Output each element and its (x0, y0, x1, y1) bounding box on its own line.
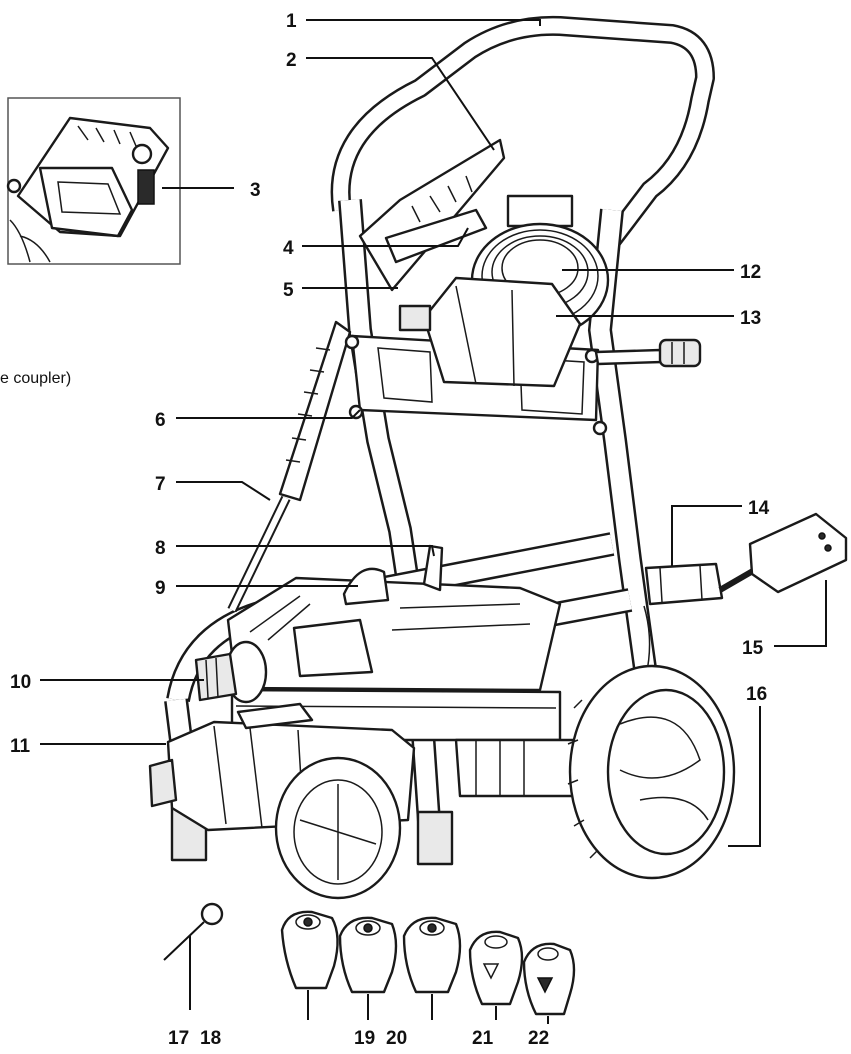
callout-1: 1 (286, 11, 297, 32)
hose-bracket-panel (344, 276, 702, 436)
nozzle-tip-1 (280, 910, 339, 990)
inset-handle-closeup (6, 97, 181, 265)
callout-5: 5 (283, 280, 294, 301)
callout-11: 11 (10, 736, 31, 757)
callout-8: 8 (155, 538, 166, 559)
callout-10: 10 (10, 672, 31, 693)
callout-13: 13 (740, 308, 761, 329)
water-inlet-fitting (194, 640, 268, 704)
motor-housing (226, 544, 582, 798)
side-text-fragment: e coupler) (0, 370, 71, 387)
nozzle-tip-2 (338, 916, 398, 994)
callout-9: 9 (155, 578, 166, 599)
callout-4: 4 (283, 238, 294, 259)
callout-12: 12 (740, 262, 761, 283)
callout-labels: 1 2 3 4 5 6 7 8 9 10 11 12 13 14 15 16 1… (10, 11, 770, 1049)
nozzle-tip-3 (402, 916, 462, 994)
callout-18: 18 (200, 1028, 221, 1049)
callout-14: 14 (748, 498, 770, 519)
power-cord-gfci (629, 512, 848, 721)
callout-21: 21 (472, 1028, 494, 1049)
callout-22: 22 (528, 1028, 549, 1049)
callout-20: 20 (386, 1028, 407, 1049)
nozzle-tips (280, 910, 576, 1024)
nozzle-cleaning-pin (163, 902, 224, 1010)
spray-gun-holder (358, 138, 506, 292)
callout-3: 3 (250, 180, 261, 201)
nozzle-tip-4 (468, 930, 524, 1006)
callout-6: 6 (155, 410, 166, 431)
callout-7: 7 (155, 474, 166, 495)
callout-17: 17 (168, 1028, 189, 1049)
wheels (274, 664, 736, 900)
callout-16: 16 (746, 684, 767, 705)
callout-19: 19 (354, 1028, 375, 1049)
callout-15: 15 (742, 638, 764, 659)
nozzle-tip-5 (522, 942, 576, 1016)
spray-wand (227, 320, 352, 613)
callout-2: 2 (286, 50, 297, 71)
leader-lines (40, 19, 827, 847)
